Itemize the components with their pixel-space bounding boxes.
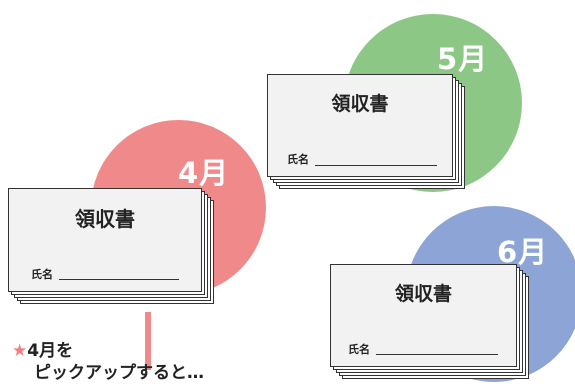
april-label: 4月 [178,156,230,190]
star-icon: ★ [12,341,28,361]
june-label: 6月 [497,235,549,269]
april-pointer-line [145,312,151,370]
caption-line-1: ★4月を [12,340,204,362]
name-underline [315,165,437,166]
pickup-caption: ★4月を ピックアップすると… [12,340,204,384]
may-label: 5月 [437,42,489,76]
name-underline [59,279,179,280]
caption-text-1: 4月を [27,341,74,361]
receipt-card-front: 領収書 氏名 [330,264,517,367]
name-label: 氏名 [287,153,309,166]
caption-text-2: ピックアップすると… [34,363,204,383]
name-label: 氏名 [31,268,53,281]
receipt-card-front: 領収書 氏名 [8,188,202,292]
receipt-card-front: 領収書 氏名 [267,74,453,177]
name-underline [376,354,498,355]
name-label: 氏名 [348,343,370,356]
receipt-title: 領収書 [331,93,389,115]
receipt-title: 領収書 [394,283,452,305]
receipt-title: 領収書 [75,207,135,231]
caption-line-2: ピックアップすると… [12,362,204,384]
